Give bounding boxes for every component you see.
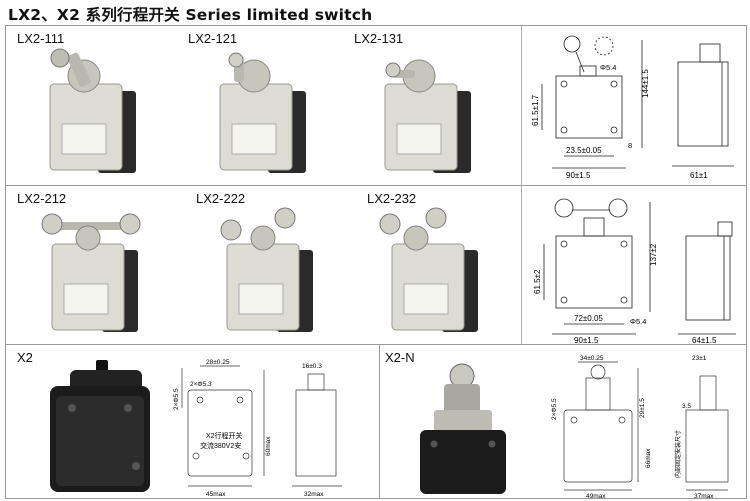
- switch-photo-lx2-212: [41, 213, 141, 332]
- dim-top: 34±0.25: [580, 355, 604, 362]
- row-divider: [6, 344, 746, 345]
- model-label-lx2-131: LX2-131: [354, 31, 404, 46]
- dim-side-top: 16±0.3: [302, 363, 322, 370]
- dim-width: 45max: [206, 491, 226, 498]
- dimension-drawing-lx2-front: 144±1.5 61.5±1.7 Φ5.4 8 23.5±0.05 90±1.5…: [531, 35, 734, 180]
- dim-inner: 72±0.05: [574, 314, 603, 323]
- dimension-drawing-lx2-double: 137±2 61.5±2 Φ5.4 72±0.05 90±1.5 64±1.5: [533, 198, 736, 344]
- dim-width: 90±1.5: [566, 171, 591, 180]
- model-label-lx2-111: LX2-111: [17, 31, 65, 46]
- model-label-lx2-121: LX2-121: [188, 31, 238, 46]
- dim-height: 137±2: [649, 243, 658, 266]
- model-label-lx2-232: LX2-232: [367, 191, 417, 206]
- model-label-lx2-212: LX2-212: [17, 191, 67, 206]
- dim-depth: 37max: [694, 493, 714, 498]
- switch-photo-lx2-121: [219, 52, 306, 173]
- row-divider: [6, 185, 746, 186]
- dim-height: 144±1.5: [641, 69, 650, 98]
- dim-inner: 23.5±0.05: [566, 146, 602, 155]
- dim-hole-a: 2×Φ5.5: [173, 388, 180, 410]
- dimension-drawing-x2: 28±0.25 2×Φ5.5 2×Φ5.3 60max 45max X2行程开关…: [173, 359, 342, 498]
- dim-side: 61.5±2: [533, 269, 542, 294]
- dim-small: 8: [628, 141, 632, 150]
- dim-hole: 2×Φ5.5: [551, 398, 558, 420]
- model-label-lx2-222: LX2-222: [196, 191, 246, 206]
- dim-top: 28±0.25: [206, 359, 230, 366]
- page-title: LX2、X2 系列行程开关 Series limited switch: [8, 6, 373, 24]
- dim-depth: 32max: [304, 491, 324, 498]
- switch-photo-lx2-131: [384, 59, 471, 173]
- dim-side-top: 23±1: [692, 355, 707, 362]
- dim-hole-b: 2×Φ5.3: [190, 381, 212, 388]
- dim-side: 61.5±1.7: [531, 94, 540, 126]
- dim-width: 90±1.5: [574, 336, 599, 344]
- switch-photo-lx2-222: [220, 207, 313, 332]
- dim-width: 49max: [586, 493, 606, 498]
- dimension-drawing-x2-n: 34±0.25 2×Φ5.5 29±1.5 66max 49max 23±1 3…: [551, 355, 729, 498]
- dim-body: 66max: [645, 448, 652, 468]
- nameplate-line2: 交流380V2安: [200, 441, 241, 450]
- nameplate-line1: X2行程开关: [206, 431, 243, 440]
- switch-photo-x2-n: [420, 363, 506, 494]
- column-divider: [521, 26, 522, 344]
- dim-body: 60max: [265, 436, 272, 456]
- dim-depth: 61±1: [690, 171, 708, 180]
- model-label-x2: X2: [17, 350, 33, 365]
- dim-side-small: 3.5: [682, 403, 691, 410]
- dim-depth: 64±1.5: [692, 336, 717, 344]
- switch-photo-lx2-111: [49, 48, 136, 173]
- product-table: LX2-111 LX2-121 LX2-131 LX2-212 LX2-222 …: [5, 25, 747, 499]
- dim-upper: 29±1.5: [639, 398, 646, 418]
- dim-hole: Φ5.4: [630, 317, 646, 326]
- model-label-x2-n: X2-N: [385, 350, 415, 365]
- column-divider: [379, 344, 380, 498]
- switch-photo-lx2-232: [379, 207, 478, 332]
- dim-inner-note: 内部固定安装尺寸: [674, 430, 682, 478]
- switch-photo-x2: [50, 360, 150, 492]
- dim-hole: Φ5.4: [600, 63, 616, 72]
